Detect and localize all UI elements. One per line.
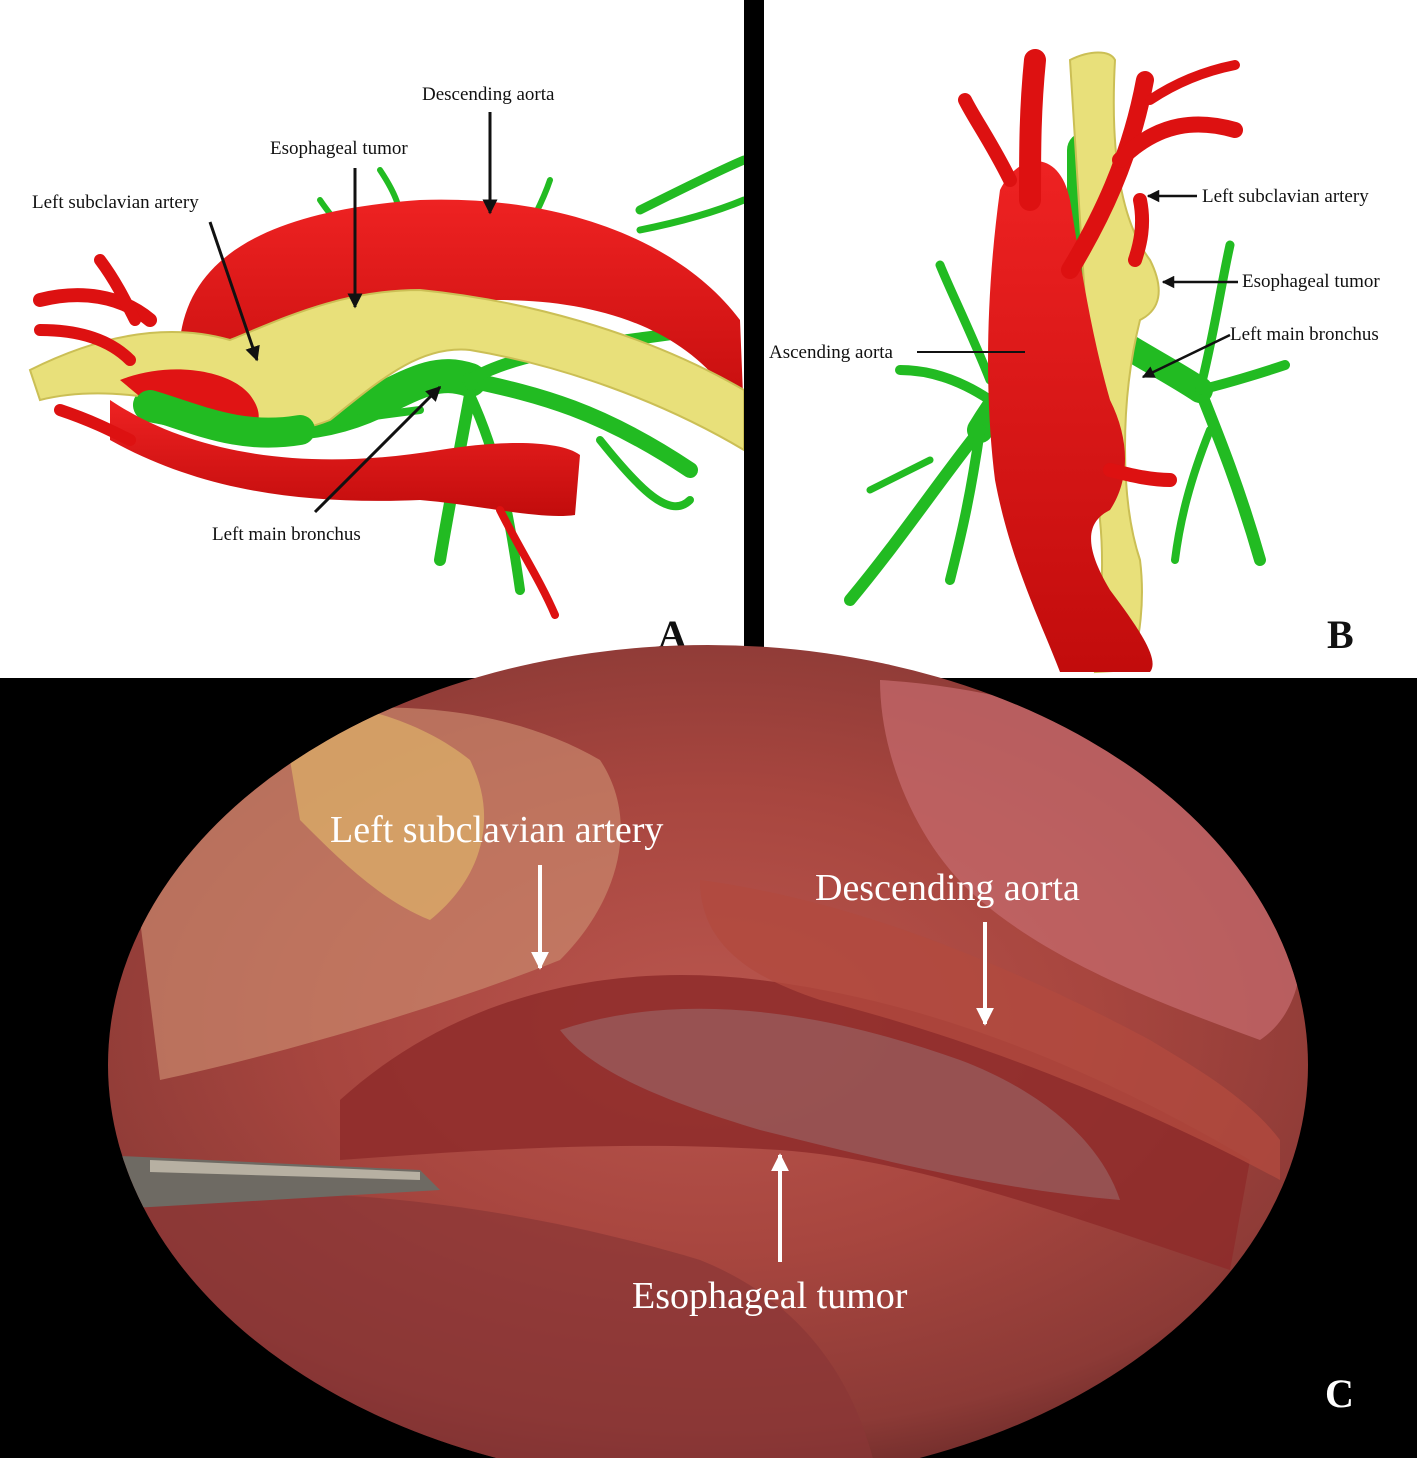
panel-c: Left subclavian artery Descending aorta … [0,645,1417,1458]
panel-b-letter: B [1327,612,1354,657]
panel-b-arrow-left-main-bronchus [1141,333,1231,379]
panel-b: Left subclavian artery Esophageal tumor … [764,0,1417,674]
panel-a: Descending aorta Esophageal tumor Left s… [0,0,749,672]
panel-b-label-esophageal-tumor: Esophageal tumor [1242,271,1380,292]
panel-b-label-left-main-bronchus: Left main bronchus [1230,324,1379,345]
panel-c-surgical-view [108,645,1308,1458]
panel-a-label-left-subclavian: Left subclavian artery [32,192,199,213]
panel-a-lower-vessel [110,400,580,517]
panel-c-label-esophageal-tumor: Esophageal tumor [632,1275,908,1317]
panel-c-label-left-subclavian: Left subclavian artery [330,809,663,851]
panel-a-arrow-left-subclavian [208,221,260,362]
panel-a-label-esophageal-tumor: Esophageal tumor [270,138,408,159]
panel-divider [744,0,764,674]
panel-a-aortic-arch [179,199,744,428]
panel-c-label-descending-aorta: Descending aorta [815,867,1080,909]
panel-b-label-left-subclavian: Left subclavian artery [1202,186,1369,207]
panel-a-arrow-left-main-bronchus [313,385,442,514]
panel-a-label-left-main-bronchus: Left main bronchus [212,524,361,545]
panel-c-letter: C [1325,1371,1354,1416]
panel-a-label-descending-aorta: Descending aorta [422,84,555,105]
panel-b-top-arteries [958,49,1243,487]
panel-b-label-ascending-aorta: Ascending aorta [769,342,894,363]
panel-b-aorta-shape [988,161,1153,672]
